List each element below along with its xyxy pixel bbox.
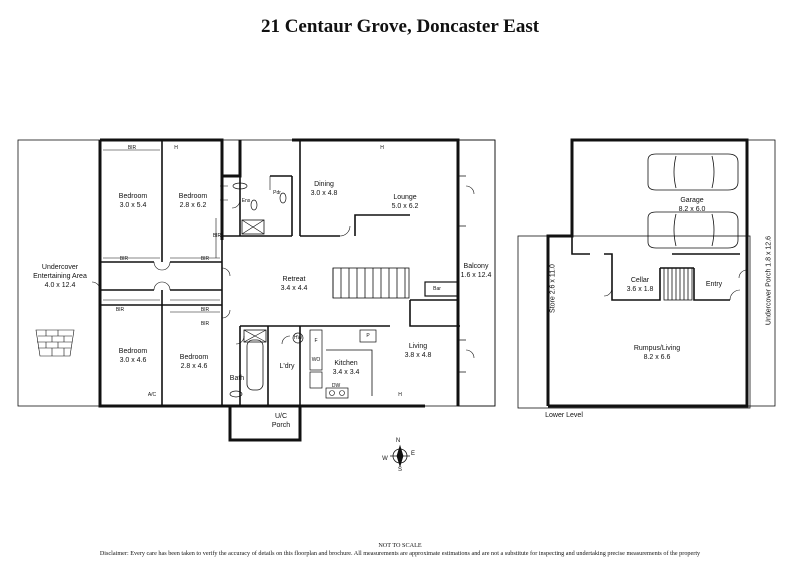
tag-laundry: L'dry [279, 363, 295, 370]
compass-south: S [397, 467, 403, 473]
tag-bar: Bar [433, 286, 441, 292]
tag-ens: Ens [241, 198, 251, 204]
tag-fridge: F [314, 338, 318, 344]
tag-bir: BIR [115, 307, 125, 313]
tag-dishwasher: DW [331, 383, 341, 389]
disclaimer: Disclaimer: Every care has been taken to… [99, 550, 701, 557]
lower-walls [546, 138, 749, 408]
tag-ac: A/C [147, 392, 157, 398]
door-arcs [91, 185, 475, 359]
room-entry: Entry [705, 281, 723, 288]
tag-bir: BIR [200, 307, 210, 313]
brick-icon [35, 329, 75, 357]
lower-level-label: Lower Level [545, 412, 583, 419]
tag-bath: Bath [229, 375, 245, 382]
tag-bir: BIR [200, 321, 210, 327]
tag-bir: BIR [212, 233, 222, 239]
tag-bir: BIR [127, 145, 137, 151]
room-undercover-porch: Undercover Porch 1.8 x 12.6 [765, 235, 773, 326]
lower-site-outline [517, 235, 751, 409]
room-uc-porch: U/C Porch [271, 413, 291, 429]
tag-pdr: Pdr [273, 190, 281, 196]
plan-title: 21 Centaur Grove, Doncaster East [260, 16, 540, 37]
tag-heater: H [174, 145, 178, 151]
tag-bir: BIR [119, 256, 129, 262]
compass-west: W [382, 456, 388, 462]
tag-heater: H [398, 392, 402, 398]
room-store: Store 2.6 x 11.0 [549, 264, 557, 313]
compass-rose [390, 444, 410, 468]
car-icons [647, 153, 739, 249]
tag-pantry: P [366, 333, 370, 339]
upper-internal-walls [100, 140, 460, 406]
upper-stairs [332, 267, 410, 299]
compass-east: E [410, 451, 416, 457]
tag-bir: BIR [200, 256, 210, 262]
tag-heater: H [380, 145, 384, 151]
scale-note: NOT TO SCALE [378, 542, 422, 549]
tag-wall-oven: WO [311, 357, 321, 363]
compass-north: N [395, 438, 401, 444]
tag-hw: HW [293, 335, 303, 341]
